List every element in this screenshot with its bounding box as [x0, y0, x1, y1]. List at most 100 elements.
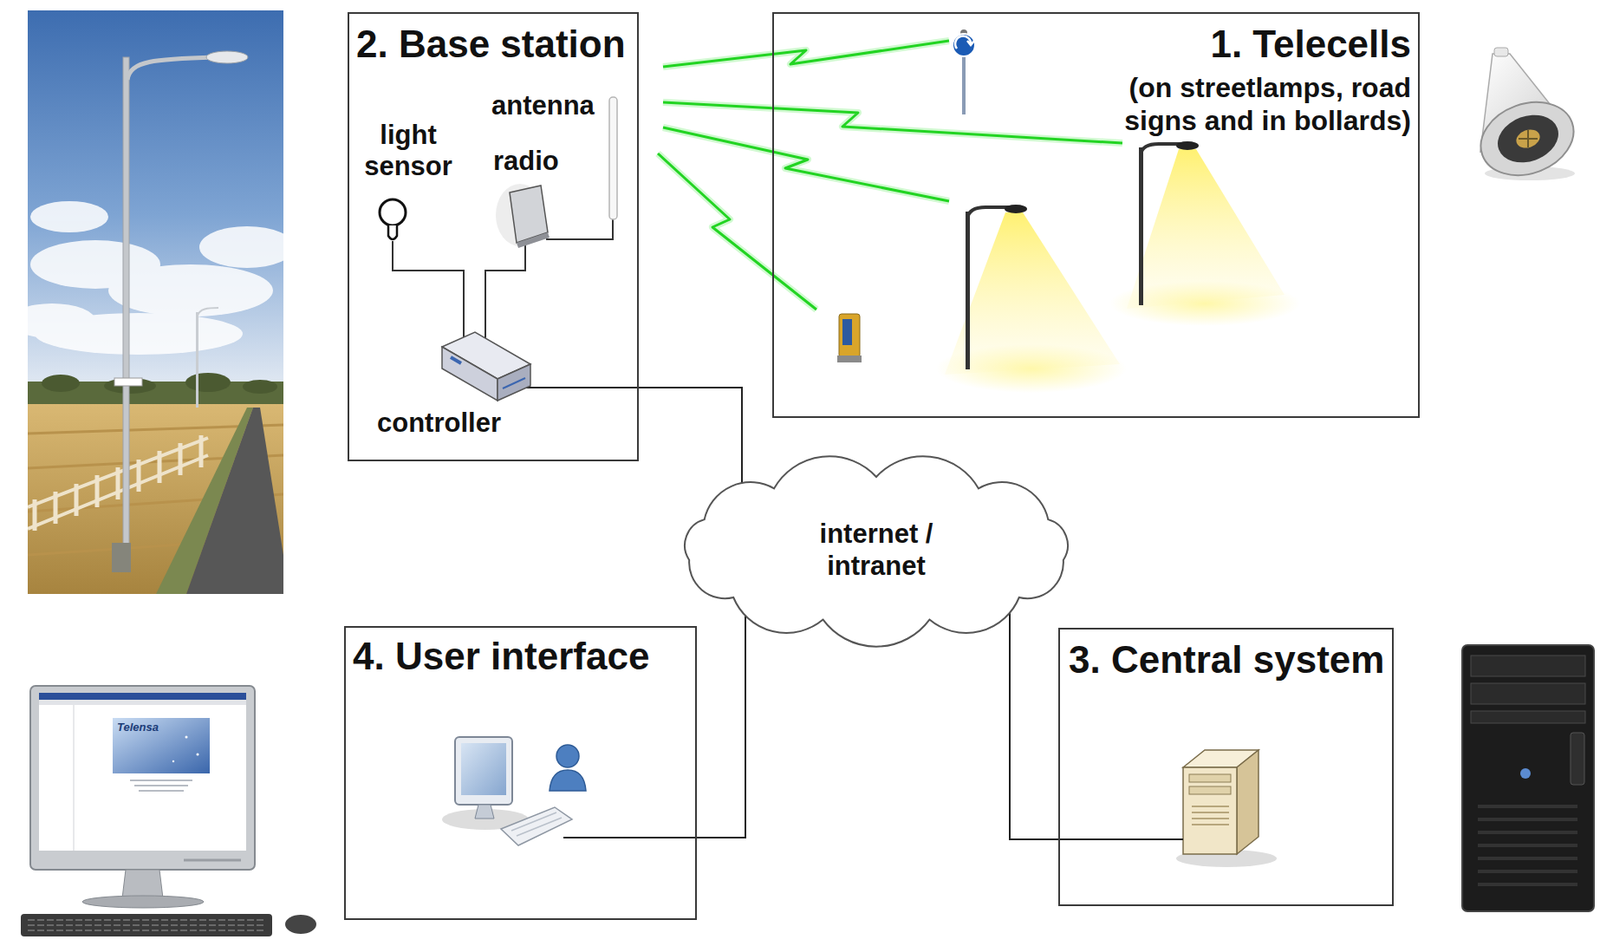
streetlamp-photo — [34, 435, 202, 531]
user-interface-box: 4. User interface — [344, 625, 697, 920]
streetlamp-icon — [1126, 149, 1285, 309]
box-heading-anchor: 2. Base station — [356, 22, 626, 67]
radio-icon — [509, 185, 548, 243]
wireless-bolts — [663, 127, 950, 202]
desktop-monitor — [20, 685, 317, 937]
streetlamp-photo — [114, 377, 143, 386]
photo-clouds — [30, 201, 109, 233]
box-heading: 1. Telecells — [1209, 22, 1412, 67]
streetlamp-icon — [936, 204, 1127, 393]
radio-icon — [516, 232, 550, 248]
box-heading-anchor: 3. Central system — [1068, 637, 1385, 683]
box-heading: 2. Base station — [356, 22, 626, 67]
workstation-icon — [461, 742, 507, 795]
light-sensor-icon — [379, 199, 406, 240]
antenna-icon — [609, 97, 618, 220]
streetlamp-photo — [197, 307, 219, 316]
streetlamp-photo — [206, 51, 248, 64]
road-sign-icon — [962, 55, 966, 115]
box-heading: 4. User interface — [352, 634, 650, 679]
controller-icon — [450, 357, 462, 364]
photo-clouds — [108, 264, 274, 317]
pc-tower — [1470, 710, 1586, 723]
central-system-box: 3. Central system — [1058, 627, 1394, 906]
controller-icon — [502, 377, 526, 389]
streetlamp-photo — [127, 57, 215, 80]
pc-tower — [1570, 732, 1585, 785]
desktop-monitor — [82, 895, 204, 908]
server-icon — [1189, 786, 1231, 794]
part-label-anchor: light sensor — [354, 119, 462, 182]
radio-icon — [495, 183, 550, 248]
pc-tower — [1462, 644, 1594, 911]
server-icon — [1058, 749, 1277, 867]
part-label: radio — [493, 145, 560, 177]
telecells-box: 1. Telecells(on streetlamps, road signs … — [772, 12, 1420, 418]
streetlamp-photo — [27, 10, 284, 594]
box-subtitle-anchor: (on streetlamps, road signs and in bolla… — [1088, 71, 1412, 138]
workstation-icon — [474, 804, 495, 819]
desktop-monitor — [285, 914, 317, 934]
network-cloud: internet / intranet — [663, 454, 1090, 645]
bollard-icon — [839, 313, 860, 358]
telecell-unit-icon — [1470, 90, 1585, 189]
pc-tower — [1477, 806, 1578, 885]
workstation-icon — [556, 744, 579, 768]
server-icon — [1236, 749, 1259, 854]
workstation-icon — [549, 769, 586, 791]
controller-icon — [442, 331, 531, 401]
streetlamp-photo — [195, 312, 199, 408]
streetlamp-photo — [27, 403, 284, 594]
wireless-bolts — [657, 153, 817, 310]
streetlamp-photo — [111, 542, 131, 573]
box-subtitle: (on streetlamps, road signs and in bolla… — [1088, 71, 1412, 138]
road-sign-icon — [955, 36, 975, 49]
pc-tower — [1470, 682, 1586, 704]
workstation-icon — [563, 836, 697, 839]
screen-logo-text: Telensa — [117, 721, 159, 735]
box-heading: 3. Central system — [1068, 637, 1385, 683]
photo-clouds — [27, 201, 284, 355]
desktop-monitor — [39, 692, 247, 700]
part-label: light sensor — [354, 119, 462, 182]
workstation-icon — [511, 812, 562, 836]
part-label: controller — [377, 407, 501, 439]
antenna-wire — [546, 219, 613, 240]
pc-tower — [1520, 767, 1531, 779]
bollard-icon — [842, 318, 853, 345]
desktop-monitor — [27, 919, 266, 931]
wireless-bolts — [663, 40, 950, 67]
cloud-label: internet / intranet — [802, 517, 950, 582]
photo-trees — [104, 377, 157, 394]
bollard-icon — [837, 313, 862, 363]
antenna-icon — [609, 97, 618, 220]
workstation-icon — [455, 736, 513, 805]
workstation-icon — [500, 806, 573, 846]
part-label: antenna — [491, 90, 595, 122]
desktop-monitor — [185, 735, 189, 739]
photo-clouds — [27, 303, 96, 339]
desktop-monitor — [30, 685, 255, 870]
desktop-monitor — [122, 869, 163, 898]
photo-trees — [41, 372, 278, 394]
network-link — [1009, 595, 1059, 840]
server-icon — [1191, 806, 1230, 825]
server-icon — [1058, 838, 1184, 840]
desktop-monitor — [183, 858, 241, 862]
cloud-shape — [684, 455, 1068, 646]
telecell-unit-icon — [1470, 47, 1585, 188]
telecell-unit-icon — [1518, 130, 1538, 148]
part-label-anchor: radio — [493, 145, 560, 177]
bollard-icon — [837, 355, 862, 363]
telecell-unit-icon — [1490, 106, 1565, 170]
road-sign-icon — [952, 29, 976, 115]
streetlamp-icon — [1176, 141, 1199, 150]
box-heading-anchor: 4. User interface — [352, 634, 650, 679]
wireless-bolts — [663, 127, 950, 202]
photo-trees — [242, 379, 278, 394]
wireless-bolts — [663, 102, 1123, 144]
wireless-bolts — [663, 40, 950, 67]
photo-trees — [41, 374, 80, 392]
